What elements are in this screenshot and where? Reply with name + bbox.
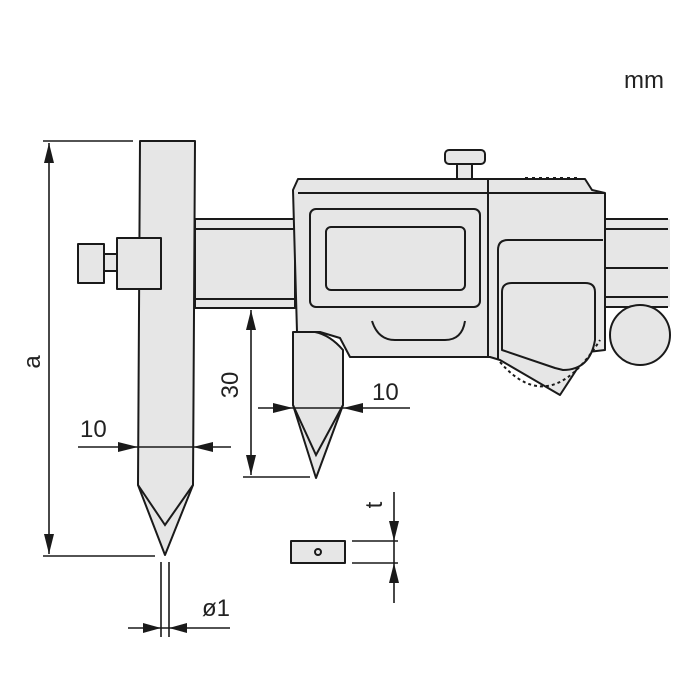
finger-rest bbox=[371, 320, 466, 341]
main-probe bbox=[77, 140, 196, 556]
label-tip-diameter: ø1 bbox=[202, 595, 230, 622]
display-frame bbox=[309, 208, 481, 308]
clamp-knob bbox=[77, 243, 105, 284]
dimension-jaw-depth: 30 bbox=[217, 310, 310, 478]
dimension-thickness: t bbox=[290, 492, 399, 603]
label-jaw-depth: 30 bbox=[217, 372, 244, 399]
probe-cross-section bbox=[290, 540, 346, 564]
clamp-block bbox=[116, 237, 162, 290]
label-probe-width: 10 bbox=[80, 416, 107, 443]
dimension-jaw-width: 10 bbox=[258, 379, 410, 413]
dimension-a: a bbox=[19, 140, 155, 557]
slider-probe bbox=[292, 331, 344, 479]
unit-label: mm bbox=[624, 67, 664, 94]
label-thickness: t bbox=[361, 501, 388, 508]
dimension-tip-diameter: ø1 bbox=[128, 562, 230, 637]
thumb-roller bbox=[609, 304, 671, 366]
lcd-display bbox=[325, 226, 466, 291]
label-a: a bbox=[19, 355, 46, 369]
slider-body bbox=[292, 177, 606, 396]
function-button bbox=[501, 282, 596, 371]
label-jaw-width: 10 bbox=[372, 379, 399, 406]
dimension-probe-width: 10 bbox=[78, 416, 231, 452]
lock-screw bbox=[444, 149, 486, 181]
